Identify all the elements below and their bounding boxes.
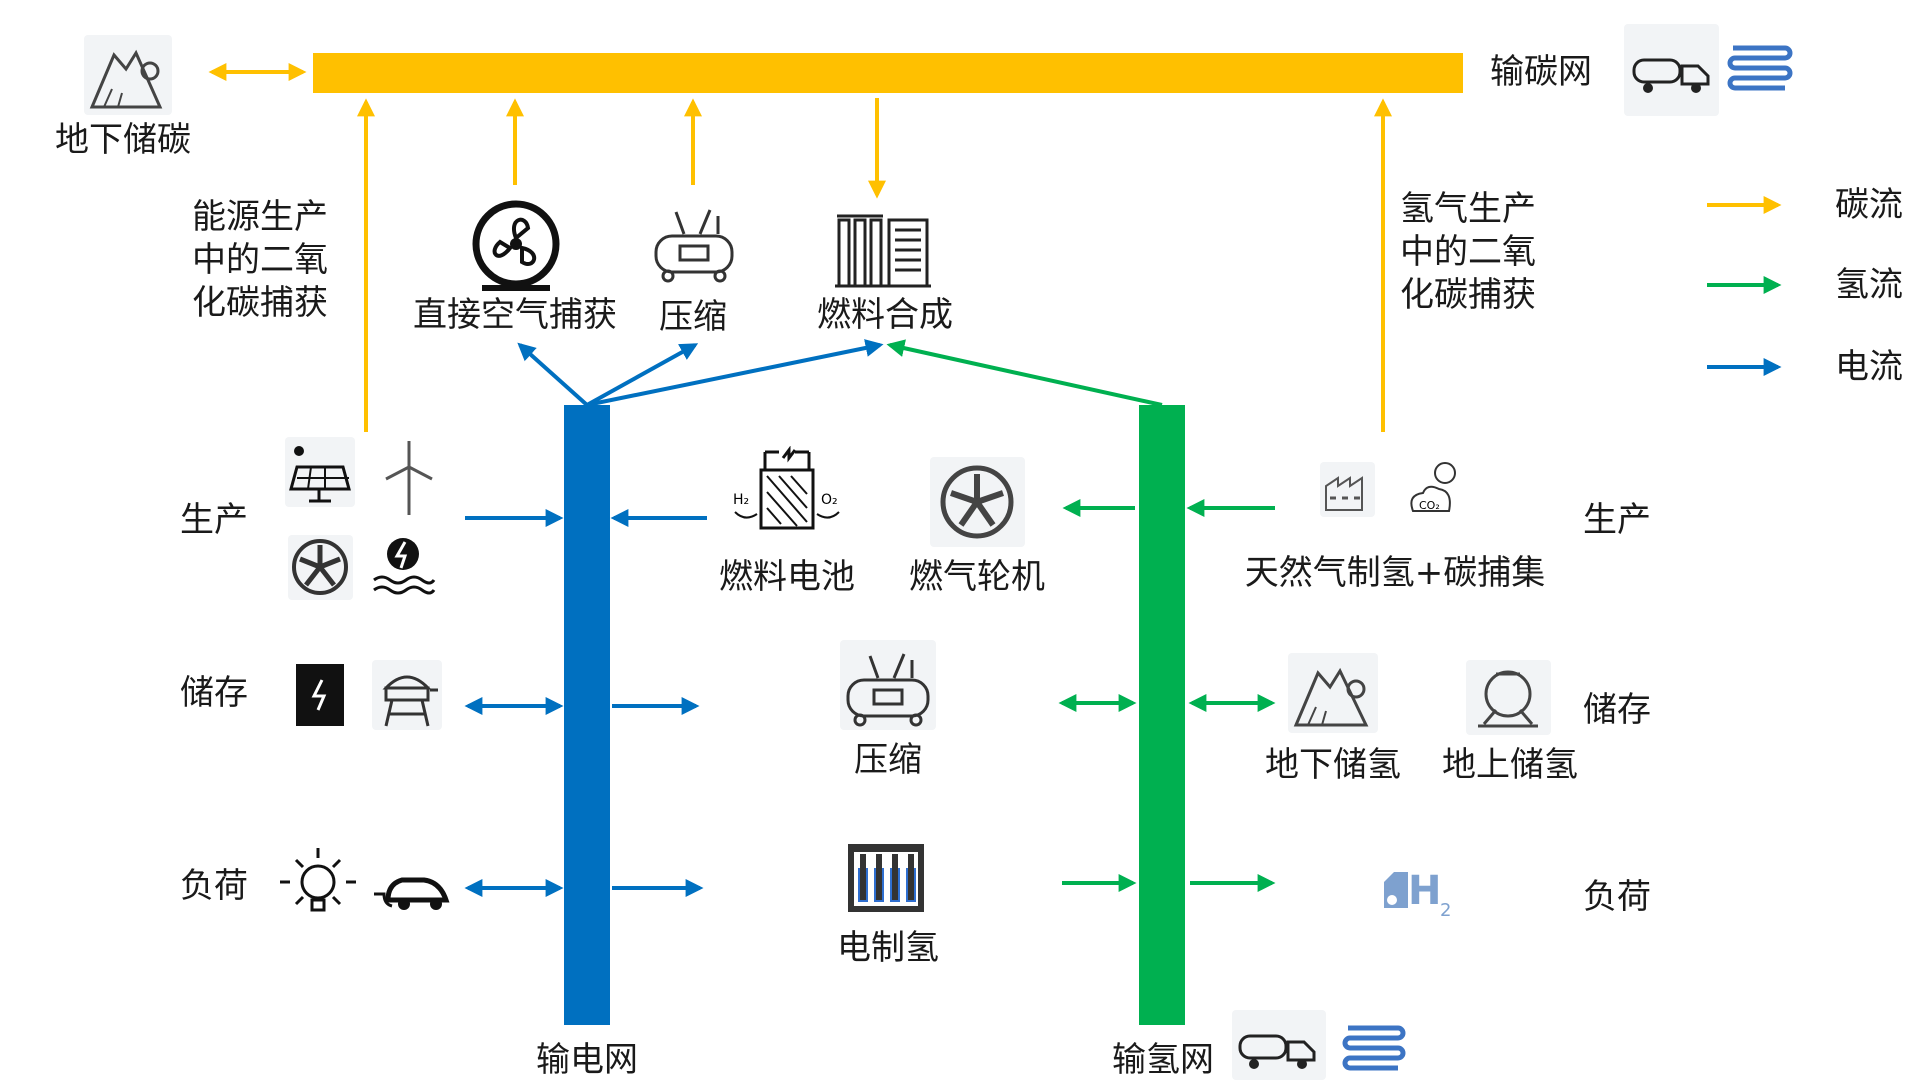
capture-hydrogen-line: 氢气生产 [1400, 189, 1536, 229]
power-grid-bar [564, 405, 610, 1025]
compressor-icon [840, 640, 936, 730]
arrow-to-compress-top [586, 343, 699, 407]
electrolysis-label: 电制氢 [837, 928, 939, 968]
smr-ccs-label: 天然气制氢+碳捕集 [1244, 553, 1546, 593]
fuel-cell-label: 燃料电池 [719, 557, 855, 597]
turbine-icon [288, 535, 353, 600]
capture-hydrogen-line: 中的二氧 [1400, 232, 1536, 272]
left-storage-label: 储存 [180, 673, 248, 713]
legend-electricity-label: 电流 [1835, 347, 1903, 387]
svg-text:O₂: O₂ [821, 492, 838, 508]
dac-label: 直接空气捕获 [413, 295, 617, 335]
hydro-icon [368, 530, 438, 600]
pipeline-coil-icon [1340, 1020, 1408, 1078]
carbon-storage-label: 地下储碳 [55, 120, 191, 160]
factory-synthesis-icon [833, 206, 933, 290]
aboveground-h2-label: 地上储氢 [1442, 745, 1578, 785]
gas-turbine-icon [930, 457, 1025, 547]
battery-icon [290, 660, 350, 730]
fuel-synthesis-label: 燃料合成 [817, 295, 953, 335]
compressor-icon [648, 200, 740, 284]
mountain-storage-icon [1288, 653, 1378, 733]
gas-turbine-label: 燃气轮机 [909, 557, 1045, 597]
fuel-cell-icon: H₂ O₂ [727, 446, 847, 540]
mountain-storage-icon [84, 35, 172, 115]
svg-text:CO₂: CO₂ [1419, 499, 1440, 512]
right-storage-label: 储存 [1583, 690, 1651, 730]
h2-tank-icon [1466, 660, 1551, 735]
light-bulb-icon [278, 844, 358, 934]
underground-h2-label: 地下储氢 [1265, 745, 1401, 785]
tanker-truck-icon [1232, 1010, 1326, 1080]
water-tower-icon [372, 660, 442, 730]
capture-hydrogen-line: 化碳捕获 [1400, 275, 1536, 315]
compress-top-label: 压缩 [659, 297, 727, 337]
arrow-h2-to-fuel-synthesis [886, 339, 1163, 407]
solar-panel-icon [285, 437, 355, 507]
electric-car-icon [370, 860, 460, 916]
legend-hydrogen-label: 氢流 [1835, 265, 1903, 305]
carbon-grid-label: 输碳网 [1490, 52, 1592, 92]
svg-text:H: H [1408, 868, 1441, 914]
co2-capture-icon: CO₂ [1405, 455, 1465, 520]
carbon-grid-bar [313, 53, 1463, 93]
svg-text:2: 2 [1440, 900, 1451, 920]
fan-capture-icon [468, 198, 564, 294]
capture-hydrogen-label: 氢气生产 中的二氧 化碳捕获 [1400, 188, 1536, 317]
left-load-label: 负荷 [180, 866, 248, 906]
hydrogen-grid-label: 输氢网 [1112, 1040, 1214, 1080]
capture-energy-line: 能源生产 [192, 197, 328, 237]
electrolyzer-icon [842, 838, 930, 918]
capture-energy-label: 能源生产 中的二氧 化碳捕获 [192, 196, 328, 325]
power-grid-label: 输电网 [536, 1040, 638, 1080]
factory-icon [1320, 462, 1375, 517]
wind-turbine-icon [372, 437, 447, 517]
arrow-to-fuel-synthesis [586, 339, 884, 407]
hydrogen-grid-bar [1139, 405, 1185, 1025]
left-production-label: 生产 [180, 500, 248, 540]
arrow-to-dac [517, 342, 589, 407]
svg-text:H₂: H₂ [733, 492, 749, 508]
legend-carbon-label: 碳流 [1835, 185, 1903, 225]
capture-energy-line: 中的二氧 [192, 240, 328, 280]
tanker-truck-icon [1624, 24, 1719, 116]
pipeline-coil-icon [1725, 40, 1795, 100]
right-load-label: 负荷 [1583, 877, 1651, 917]
capture-energy-line: 化碳捕获 [192, 283, 328, 323]
compress-mid-label: 压缩 [854, 740, 922, 780]
right-production-label: 生产 [1583, 500, 1651, 540]
